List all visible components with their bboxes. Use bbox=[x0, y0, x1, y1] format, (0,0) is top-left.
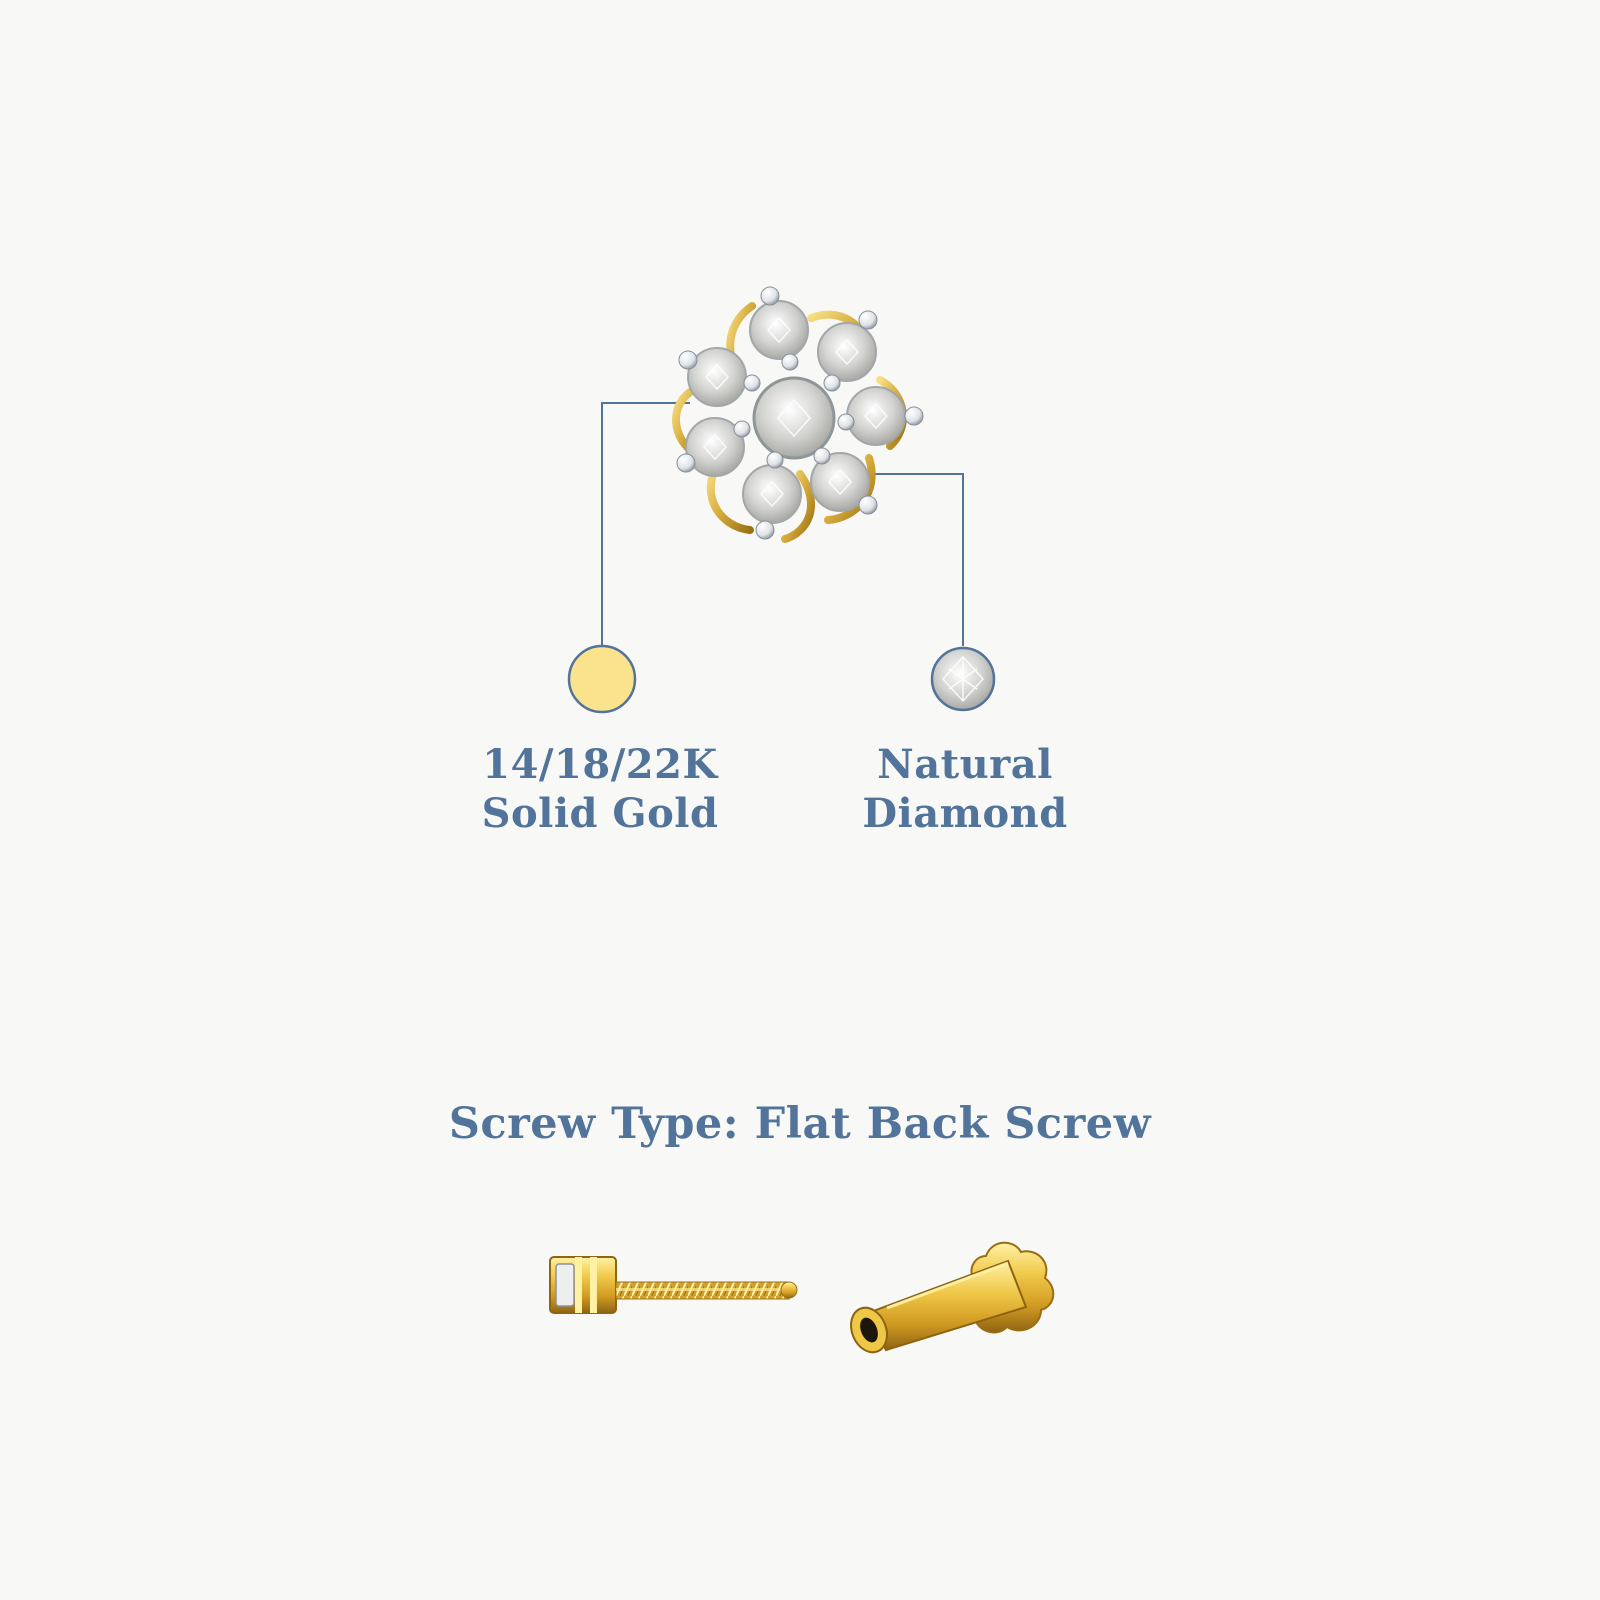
gold-connector-line bbox=[601, 402, 690, 646]
screw-type-title: Screw Type: Flat Back Screw bbox=[448, 1099, 1152, 1149]
screw-pin-icon bbox=[549, 1256, 798, 1314]
diamond-material-line-2: Diamond bbox=[862, 790, 1068, 837]
gold-swatch-icon bbox=[567, 644, 637, 714]
petal-diamond bbox=[817, 322, 877, 382]
petal-diamond bbox=[846, 386, 906, 446]
diamond-swatch-icon bbox=[930, 646, 996, 712]
diamond-connector-line bbox=[851, 473, 964, 646]
center-diamond bbox=[752, 376, 836, 460]
gold-material-line-2: Solid Gold bbox=[481, 790, 719, 837]
flat-back-icon bbox=[850, 1241, 1055, 1354]
gold-material-line-1: 14/18/22K bbox=[482, 741, 718, 788]
diamond-material-line-1: Natural bbox=[877, 741, 1053, 788]
flower-nose-pin-icon bbox=[671, 286, 924, 543]
petal-diamond bbox=[685, 417, 745, 477]
petal-diamond bbox=[749, 300, 809, 360]
petal-diamond bbox=[742, 464, 802, 524]
gold-material-label: 14/18/22K Solid Gold bbox=[430, 740, 770, 838]
connector-lines bbox=[601, 402, 964, 646]
diamond-material-label: Natural Diamond bbox=[790, 740, 1140, 838]
petal-diamond bbox=[810, 452, 870, 512]
